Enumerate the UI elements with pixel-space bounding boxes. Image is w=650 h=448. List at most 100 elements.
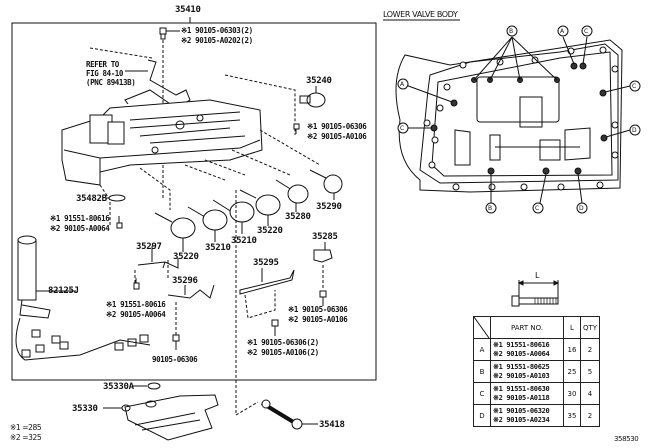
row-length: 16 (563, 338, 581, 361)
row-length: 35 (563, 404, 581, 427)
upper-valve-body-icon (61, 99, 263, 186)
top-bolt-spec-1: ※1 90105-06303(2) (181, 26, 253, 35)
table-corner-cell (473, 316, 491, 339)
bolt-dimension-icon (511, 280, 560, 307)
solenoid-35290-icon (309, 169, 343, 200)
bolt-35296-spec-3: 90105-06306 (152, 355, 198, 364)
part-number-2: ※2 90105-A0118 (493, 393, 550, 402)
part-number-2: ※2 90105-A0103 (493, 371, 550, 380)
bolt-35296-spec-1: ※1 91551-80616 (106, 300, 166, 309)
row-qty: 5 (579, 360, 601, 383)
row-length: 30 (563, 382, 581, 405)
bolt-35240-icon (293, 123, 300, 134)
lower-valve-body-title: LOWER VALVE BODY (383, 10, 458, 19)
row-part-numbers: ※1 91551-80625※2 90105-A0103 (490, 360, 564, 383)
refer-note-2: FIG 84-10 (86, 69, 124, 78)
bracket-35285-icon (313, 242, 333, 263)
bolt-spec-table: PART NO. L QTY A ※1 91551-80616※2 90105-… (473, 316, 601, 427)
row-key: A (473, 338, 491, 361)
header-length: L (563, 316, 581, 339)
bolt-35295-icon (271, 319, 279, 336)
plate-35482b-icon (106, 194, 126, 202)
part-label-35418: 35418 (319, 420, 345, 430)
part-number-2: ※2 90105-A0064 (493, 349, 550, 358)
solenoid-35240-icon (299, 86, 326, 108)
part-label-35330a: 35330A (103, 382, 134, 392)
part-number-2: ※2 90105-A0234 (493, 415, 550, 424)
row-key: D (473, 404, 491, 427)
bracket-35296-icon (167, 284, 215, 299)
figure-id: 358530 (614, 435, 639, 443)
bolt-35296b-icon (172, 334, 180, 350)
row-part-numbers: ※1 91551-80630※2 90105-A0118 (490, 382, 564, 405)
bolt-35482b-spec-1: ※1 91551-80616 (50, 214, 110, 223)
table-row: A ※1 91551-80616※2 90105-A0064 16 2 (473, 338, 601, 361)
part-label-35295: 35295 (253, 258, 279, 268)
part-label-35330: 35330 (72, 404, 98, 414)
part-number-1: ※1 91551-80625 (493, 362, 550, 371)
manual-valve-lever-icon (89, 47, 191, 109)
table-row: B ※1 91551-80625※2 90105-A0103 25 5 (473, 360, 601, 383)
bolt-35285-spec-2: ※2 90105-A0106 (288, 315, 348, 324)
callout-d-bottom: D (579, 205, 584, 212)
part-label-82125j: 82125J (48, 286, 79, 296)
row-qty: 4 (579, 382, 601, 405)
bolt-35295-spec-1: ※1 90105-06306(2) (247, 338, 319, 347)
header-qty: QTY (579, 316, 601, 339)
lower-valve-body-icon (395, 36, 631, 204)
bracket-35295-icon (239, 268, 295, 295)
part-label-35280: 35280 (285, 212, 311, 222)
bolt-35240-spec-2: ※2 90105-A0106 (307, 132, 367, 141)
part-label-35220b: 35220 (173, 252, 199, 262)
row-key: C (473, 382, 491, 405)
callout-a-left: A (400, 81, 404, 88)
row-key: B (473, 360, 491, 383)
solenoid-35280-icon (275, 179, 309, 212)
footnote-2: ※2 =325 (10, 433, 42, 442)
part-label-35240: 35240 (306, 76, 332, 86)
callout-c-left: C (400, 125, 404, 132)
wire-harness-82125j-icon (15, 235, 151, 361)
o-ring-35330a-icon (147, 382, 161, 390)
bolt-a-icon (116, 216, 123, 229)
footnote-1: ※1 =285 (10, 423, 42, 432)
part-label-35290: 35290 (316, 202, 342, 212)
row-qty: 2 (579, 338, 601, 361)
pipe-35418-icon (260, 399, 303, 430)
row-part-numbers: ※1 91551-80616※2 90105-A0064 (490, 338, 564, 361)
top-bolt-icon (159, 27, 180, 40)
part-label-35296: 35296 (172, 276, 198, 286)
part-label-35220a: 35220 (257, 226, 283, 236)
part-label-35210b: 35210 (205, 243, 231, 253)
row-part-numbers: ※1 90105-06320※2 90105-A0234 (490, 404, 564, 427)
callout-c-right: C (632, 83, 636, 90)
assembly-frame (11, 22, 377, 381)
oil-strainer-35330-icon (121, 394, 219, 441)
top-bolt-spec-2: ※2 90105-A0202(2) (181, 36, 253, 45)
row-length: 25 (563, 360, 581, 383)
part-label-35285: 35285 (312, 232, 338, 242)
table-row: C ※1 91551-80630※2 90105-A0118 30 4 (473, 382, 601, 405)
solenoid-35220a-icon (239, 189, 281, 226)
callout-circles (397, 25, 641, 214)
header-part-no: PART NO. (490, 316, 564, 339)
refer-note-1: REFER TO (86, 60, 119, 69)
bolt-35482b-spec-2: ※2 90105-A0064 (50, 224, 110, 233)
refer-note-3: (PNC 89413B) (86, 78, 136, 87)
callout-a-top: A (560, 28, 564, 35)
callout-d-right: D (632, 127, 637, 134)
part-number-1: ※1 90105-06320 (493, 406, 550, 415)
row-qty: 2 (579, 404, 601, 427)
part-number-1: ※1 91551-80616 (493, 340, 550, 349)
part-label-35297: 35297 (136, 242, 162, 252)
bolt-35285-spec-1: ※1 90105-06306 (288, 305, 348, 314)
part-label-35482b: 35482B (76, 194, 107, 204)
part-label-35410: 35410 (175, 5, 201, 15)
callout-b-bottom: B (488, 205, 492, 212)
bolt-35240-spec-1: ※1 90105-06306 (307, 122, 367, 131)
table-row: D ※1 90105-06320※2 90105-A0234 35 2 (473, 404, 601, 427)
bolt-35295-spec-2: ※2 90105-A0106(2) (247, 348, 319, 357)
bolt-35285-icon (319, 290, 327, 306)
part-number-1: ※1 91551-80630 (493, 384, 550, 393)
